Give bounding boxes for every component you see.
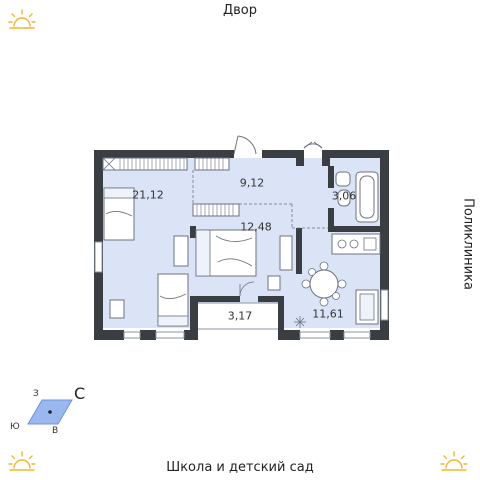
sun-icon	[8, 9, 36, 29]
room-area-kitchen: 11,61	[312, 307, 344, 321]
bed-single	[103, 187, 135, 241]
balcony-door	[239, 281, 255, 297]
compass-south: Ю	[10, 422, 20, 432]
desk	[109, 235, 293, 319]
room-area-hall: 9,12	[239, 176, 265, 190]
bed-single	[157, 273, 189, 327]
sun-icon	[440, 451, 468, 471]
sun-icon	[8, 451, 36, 471]
entrance-door	[233, 135, 323, 155]
orientation-label-bottom: Школа и детский сад	[166, 460, 314, 475]
room-area-living: 21,12	[132, 188, 164, 202]
room-area-bedroom: 12,48	[240, 220, 272, 234]
room-area-balcony: 3,17	[227, 309, 253, 323]
bed-double	[195, 229, 257, 277]
compass-west: З	[33, 389, 39, 399]
compass-north: С	[74, 384, 86, 403]
compass-east: В	[52, 426, 59, 436]
room-area-bathroom: 3,06	[331, 189, 357, 203]
dining-table	[301, 261, 347, 307]
bathroom-fixtures	[335, 171, 379, 223]
wardrobe	[102, 157, 240, 217]
plant-icon	[294, 316, 306, 328]
orientation-label-top: Двор	[222, 3, 258, 18]
zone-divider	[192, 170, 328, 229]
windows	[94, 241, 389, 339]
armchair	[355, 289, 379, 325]
kitchen-counter	[331, 233, 381, 255]
